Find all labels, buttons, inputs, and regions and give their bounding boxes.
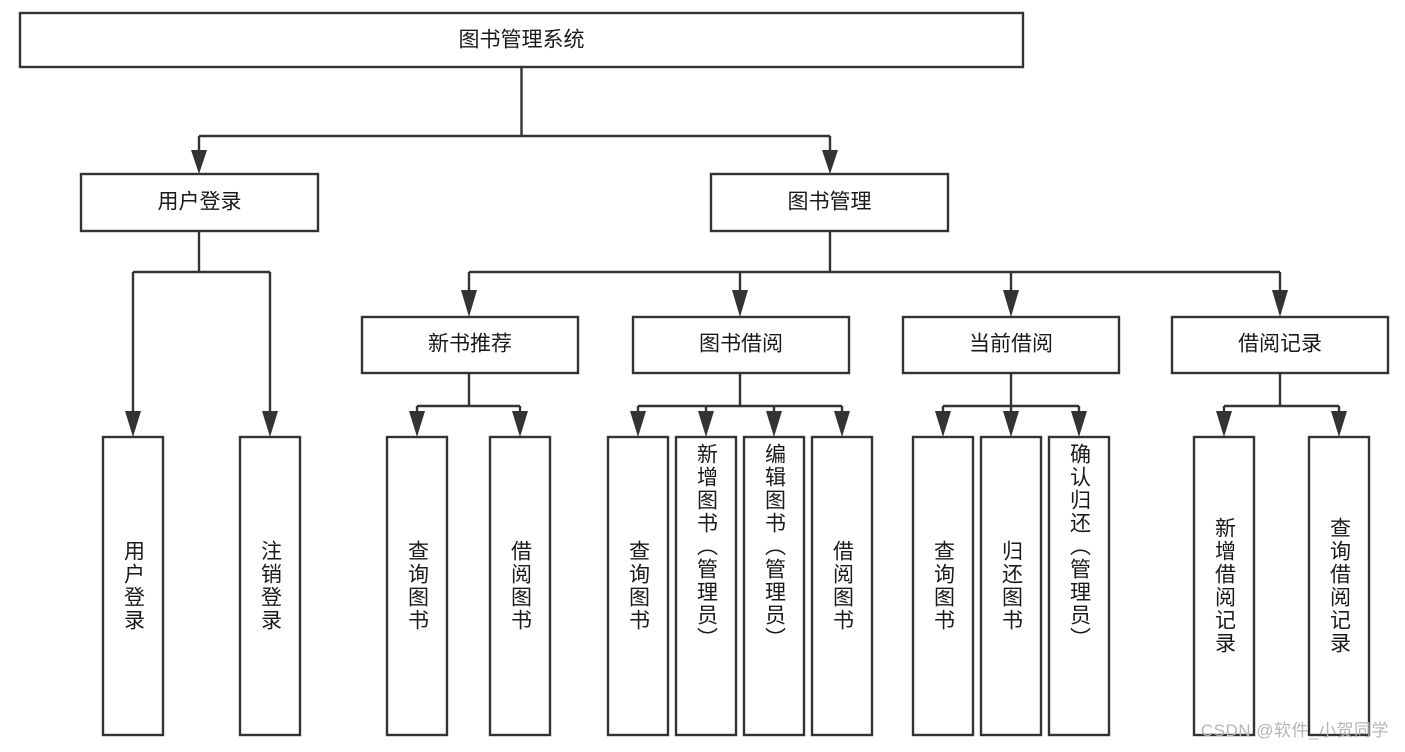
arrow-head-leaf-user-login bbox=[125, 411, 141, 437]
arrow-head-leaf-borrow-book-1 bbox=[512, 411, 528, 437]
arrow-head-leaf-add-book bbox=[698, 411, 714, 437]
node-borrow-record-label: 借阅记录 bbox=[1238, 333, 1322, 356]
node-leaf-edit-book-box[interactable] bbox=[742, 435, 806, 737]
node-leaf-return-book[interactable] bbox=[979, 435, 1043, 737]
connector-group-current-borrow bbox=[935, 373, 1087, 437]
arrow-head-book-borrow bbox=[732, 290, 748, 317]
arrow-head-user-login bbox=[191, 150, 207, 174]
node-leaf-borrow-book-2-box[interactable] bbox=[810, 435, 874, 737]
node-new-book-rec-label: 新书推荐 bbox=[428, 333, 512, 356]
arrow-head-book-manage bbox=[822, 150, 838, 174]
node-leaf-add-book[interactable] bbox=[674, 435, 738, 737]
node-book-borrow[interactable]: 图书借阅 bbox=[631, 315, 851, 375]
node-leaf-borrow-book-2[interactable] bbox=[810, 435, 874, 737]
arrow-head-borrow-record bbox=[1272, 290, 1288, 317]
arrow-head-leaf-query-record bbox=[1331, 411, 1347, 437]
arrow-head-leaf-query-book-2 bbox=[630, 411, 646, 437]
node-leaf-query-book-2-box[interactable] bbox=[606, 435, 670, 737]
arrow-head-leaf-edit-book bbox=[766, 411, 782, 437]
node-borrow-record[interactable]: 借阅记录 bbox=[1170, 315, 1390, 375]
connector-group-root bbox=[191, 67, 838, 174]
node-root-box[interactable] bbox=[18, 11, 1025, 69]
node-leaf-query-book-1[interactable] bbox=[385, 435, 449, 737]
connector-group-user-login bbox=[125, 231, 278, 437]
node-leaf-query-book-2[interactable] bbox=[606, 435, 670, 737]
node-leaf-query-record-box[interactable] bbox=[1307, 435, 1371, 737]
node-book-borrow-box[interactable] bbox=[631, 315, 851, 375]
arrow-head-leaf-query-book-3 bbox=[935, 411, 951, 437]
node-leaf-add-record-box[interactable] bbox=[1192, 435, 1256, 737]
node-leaf-borrow-book-1-box[interactable] bbox=[488, 435, 552, 737]
arrow-head-leaf-add-record bbox=[1216, 411, 1232, 437]
node-leaf-user-login[interactable] bbox=[101, 435, 165, 737]
node-leaf-edit-book[interactable] bbox=[742, 435, 806, 737]
node-book-borrow-label: 图书借阅 bbox=[699, 333, 783, 356]
arrow-head-current-borrow bbox=[1003, 290, 1019, 317]
node-current-borrow-box[interactable] bbox=[901, 315, 1121, 375]
node-leaf-user-login-box[interactable] bbox=[101, 435, 165, 737]
connector-group-borrow-record bbox=[1216, 373, 1347, 437]
node-leaf-return-book-box[interactable] bbox=[979, 435, 1043, 737]
node-user-login-label: 用户登录 bbox=[158, 191, 242, 214]
connector-group-book-borrow bbox=[630, 373, 850, 437]
node-leaf-query-book-1-box[interactable] bbox=[385, 435, 449, 737]
node-leaf-query-record[interactable] bbox=[1307, 435, 1371, 737]
connector-group-book-manage bbox=[461, 231, 1288, 317]
node-leaf-logout[interactable] bbox=[238, 435, 302, 737]
node-borrow-record-box[interactable] bbox=[1170, 315, 1390, 375]
node-leaf-query-book-3[interactable] bbox=[911, 435, 975, 737]
node-new-book-rec-box[interactable] bbox=[360, 315, 580, 375]
node-root[interactable]: 图书管理系统 bbox=[18, 11, 1025, 69]
node-leaf-query-book-3-box[interactable] bbox=[911, 435, 975, 737]
node-user-login-box[interactable] bbox=[79, 172, 320, 233]
node-user-login[interactable]: 用户登录 bbox=[79, 172, 320, 233]
arrow-head-leaf-confirm-return bbox=[1071, 411, 1087, 437]
node-leaf-add-book-box[interactable] bbox=[674, 435, 738, 737]
node-book-manage-label: 图书管理 bbox=[788, 191, 872, 214]
node-leaf-borrow-book-1[interactable] bbox=[488, 435, 552, 737]
node-root-label: 图书管理系统 bbox=[459, 29, 585, 52]
node-current-borrow-label: 当前借阅 bbox=[969, 333, 1053, 356]
arrow-head-leaf-logout bbox=[262, 411, 278, 437]
arrow-head-new-book-rec bbox=[461, 290, 477, 317]
node-new-book-rec[interactable]: 新书推荐 bbox=[360, 315, 580, 375]
node-leaf-add-record[interactable] bbox=[1192, 435, 1256, 737]
node-current-borrow[interactable]: 当前借阅 bbox=[901, 315, 1121, 375]
node-leaf-confirm-return-box[interactable] bbox=[1047, 435, 1111, 737]
node-leaf-logout-box[interactable] bbox=[238, 435, 302, 737]
arrow-head-leaf-borrow-book-2 bbox=[834, 411, 850, 437]
node-leaf-confirm-return[interactable] bbox=[1047, 435, 1111, 737]
arrow-head-leaf-return-book bbox=[1003, 411, 1019, 437]
node-book-manage-box[interactable] bbox=[709, 172, 950, 233]
arrow-head-leaf-query-book-1 bbox=[409, 411, 425, 437]
connector-group-new-book-rec bbox=[409, 373, 528, 437]
node-book-manage[interactable]: 图书管理 bbox=[709, 172, 950, 233]
